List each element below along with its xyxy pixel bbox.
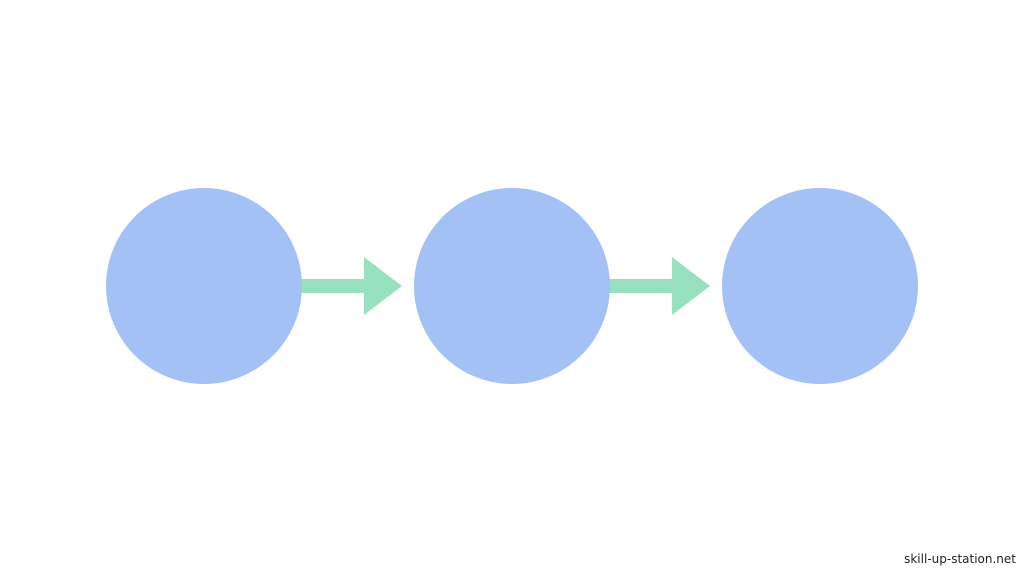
arrow-2: [606, 257, 710, 315]
nodes-layer: [106, 188, 918, 384]
arrow-1: [298, 257, 402, 315]
circle-node-3: [722, 188, 918, 384]
edges-layer: [298, 257, 710, 315]
circle-node-2: [414, 188, 610, 384]
watermark-text: skill-up-station.net: [904, 552, 1016, 566]
circle-node-1: [106, 188, 302, 384]
